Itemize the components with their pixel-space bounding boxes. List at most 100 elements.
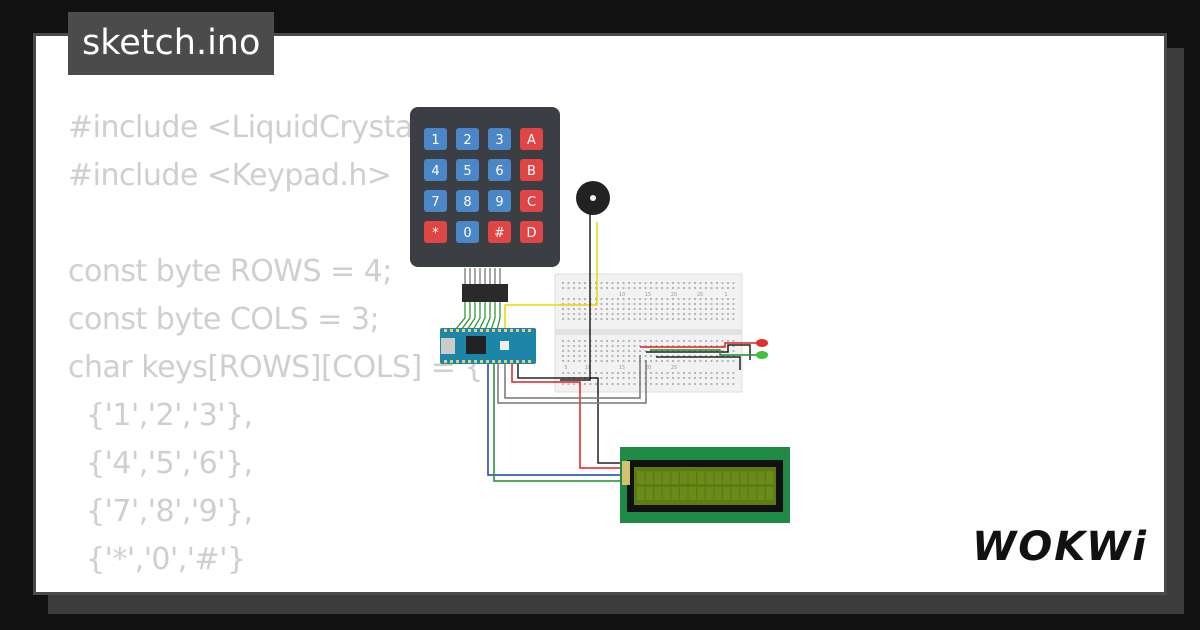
breadboard-holes	[562, 282, 735, 385]
file-tab[interactable]: sketch.ino	[68, 12, 275, 75]
keypad-key: #	[488, 221, 511, 243]
arduino-pin	[510, 360, 513, 363]
code-line: };	[68, 584, 535, 592]
keypad-key: 0	[456, 221, 479, 243]
ribbon-wire	[490, 302, 496, 331]
code-line: {'7','8','9'},	[68, 494, 253, 529]
keypad-key-label: D	[526, 226, 536, 241]
wire-gray-1	[504, 355, 641, 399]
breadboard-number: 25	[697, 292, 703, 298]
arduino-pin	[450, 329, 453, 332]
wire-green	[493, 362, 622, 482]
keypad-key: *	[424, 221, 447, 243]
breadboard-number: 15	[645, 292, 651, 298]
keypad-key: C	[520, 190, 543, 212]
keypad-key: 5	[456, 159, 479, 181]
leds	[756, 339, 768, 359]
keypad-key-label: B	[527, 164, 536, 179]
code-line: {'1','2','3'},	[68, 398, 253, 433]
keypad-key-label: 3	[495, 133, 503, 148]
code-line: {'*','0','#'}	[68, 542, 246, 577]
wire-black-gnd	[517, 362, 622, 464]
breadboard-number: 20	[645, 365, 651, 371]
arduino-pin	[498, 329, 501, 332]
arduino-pin	[450, 360, 453, 363]
arduino-pin	[516, 360, 519, 363]
arduino-pin	[468, 360, 471, 363]
keypad-key-label: C	[527, 195, 536, 210]
code-line: const byte ROWS = 4;	[68, 254, 392, 289]
wire-yellow	[504, 222, 598, 330]
arduino-pin	[462, 329, 465, 332]
arduino-pin	[528, 329, 531, 332]
keypad-key-label: 0	[463, 226, 471, 241]
arduino-pin	[510, 329, 513, 332]
breadboard-number: 10	[619, 292, 625, 298]
buzzer	[576, 181, 610, 215]
keypad-key: 7	[424, 190, 447, 212]
arduino-pin	[480, 360, 483, 363]
ribbon-wire	[454, 302, 466, 331]
breadboard-number: 20	[671, 292, 677, 298]
keypad-key-label: 5	[463, 164, 471, 179]
wire-black-buzzer	[560, 213, 591, 381]
breadboard-number: 5	[564, 365, 567, 371]
arduino-pin	[522, 360, 525, 363]
keypad-ribbon	[454, 268, 501, 331]
keypad-key-label: 4	[431, 164, 439, 179]
code-line: char keys[ROWS][COLS] = {	[68, 350, 483, 385]
code-line: {'4','5','6'},	[68, 446, 253, 481]
wire-blue	[487, 362, 622, 476]
arduino-pin	[486, 360, 489, 363]
arduino-pin	[492, 329, 495, 332]
arduino-pin	[480, 329, 483, 332]
keypad-key: 3	[488, 128, 511, 150]
ribbon-wire	[472, 302, 481, 331]
keypad-key-label: #	[494, 226, 505, 241]
arduino-pin	[492, 360, 495, 363]
wire-black-led2	[656, 356, 741, 370]
breadboard-number: 1	[724, 292, 727, 298]
keypad-key-label: 2	[463, 133, 471, 148]
led-green	[756, 351, 768, 359]
breadboard-number: 15	[619, 365, 625, 371]
ribbon-wire	[460, 302, 471, 331]
arduino-pin	[528, 360, 531, 363]
arduino-pin	[516, 329, 519, 332]
keypad-key-label: A	[527, 133, 536, 148]
arduino-pins	[444, 329, 531, 363]
keypad-key: 1	[424, 128, 447, 150]
ribbon-wire	[466, 302, 476, 331]
ribbon-wire	[484, 302, 491, 331]
arduino-pin	[444, 360, 447, 363]
wire-green-led	[650, 349, 758, 356]
led-red	[756, 339, 768, 347]
wire-black-led1	[646, 344, 751, 360]
arduino-pin	[444, 329, 447, 332]
keypad-key: D	[520, 221, 543, 243]
arduino-pin	[486, 329, 489, 332]
wires	[487, 213, 758, 482]
keypad-connector	[462, 284, 508, 302]
wire-red-led	[640, 342, 758, 348]
arduino-pin	[504, 360, 507, 363]
arduino-pin	[498, 360, 501, 363]
wire-gray-2	[497, 360, 647, 404]
keypad-key: 4	[424, 159, 447, 181]
arduino-pin	[456, 360, 459, 363]
wokwi-logo: WOKWi	[972, 524, 1148, 570]
code-line: const byte COLS = 3;	[68, 302, 380, 337]
breadboard-number: 10	[585, 365, 591, 371]
lcd-display	[620, 447, 790, 523]
arduino-pin	[468, 329, 471, 332]
keypad-key-label: 8	[463, 195, 471, 210]
keypad-key: 8	[456, 190, 479, 212]
arduino-pin	[504, 329, 507, 332]
code-line: #include <Keypad.h>	[68, 158, 392, 193]
keypad-key: A	[520, 128, 543, 150]
keypad-key: 2	[456, 128, 479, 150]
